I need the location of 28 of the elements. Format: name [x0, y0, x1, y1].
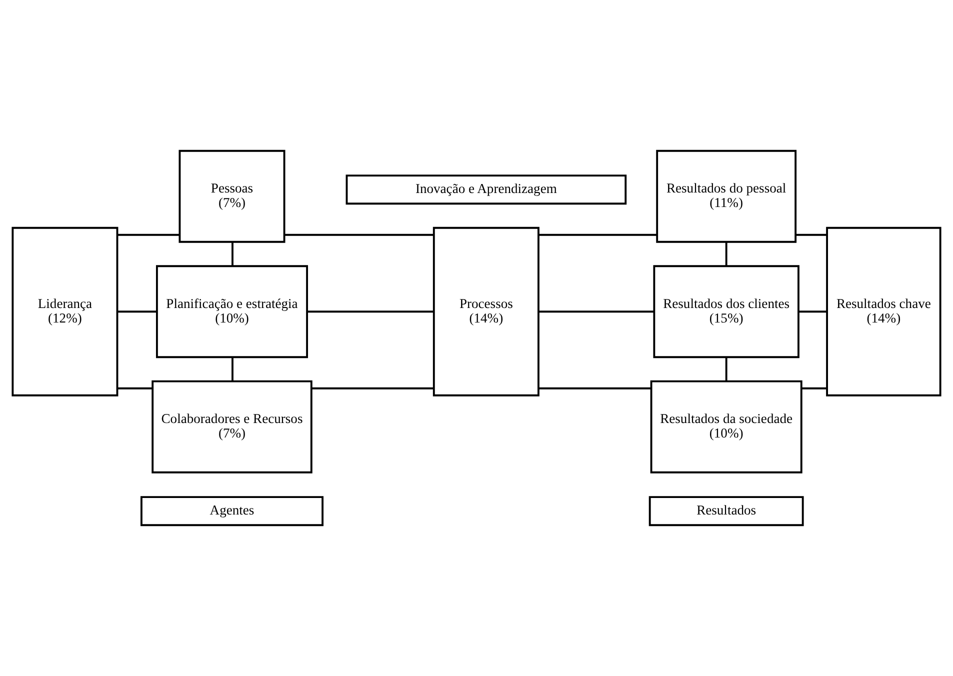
node-box: Resultados [648, 496, 804, 526]
connector [232, 357, 234, 382]
connector [117, 234, 180, 236]
node-box: Pessoas (7%) [178, 150, 286, 243]
connector [284, 234, 434, 236]
connector [798, 310, 827, 313]
node-box: Resultados chave (14%) [826, 226, 942, 396]
connector [538, 387, 652, 390]
node-box: Processos (14%) [432, 226, 540, 396]
connector [725, 357, 728, 382]
connector [232, 242, 234, 266]
node-box: Resultados dos clientes (15%) [653, 265, 800, 358]
connector [117, 387, 153, 390]
connector [117, 310, 157, 313]
node-box: Inovação e Aprendizagem [346, 174, 627, 205]
connector [725, 242, 728, 266]
connector [538, 310, 654, 313]
node-box: Colaboradores e Recursos (7%) [152, 380, 312, 474]
connector [307, 310, 434, 313]
node-box: Planificação e estratégia (10%) [156, 265, 308, 358]
node-box: Liderança (12%) [12, 226, 118, 396]
node-box: Resultados da sociedade (10%) [650, 380, 802, 474]
node-box: Resultados do pessoal (11%) [656, 150, 797, 243]
connector [312, 387, 434, 390]
connector [802, 387, 827, 390]
connector [796, 234, 827, 236]
connector [538, 234, 657, 236]
node-box: Agentes [140, 496, 324, 526]
